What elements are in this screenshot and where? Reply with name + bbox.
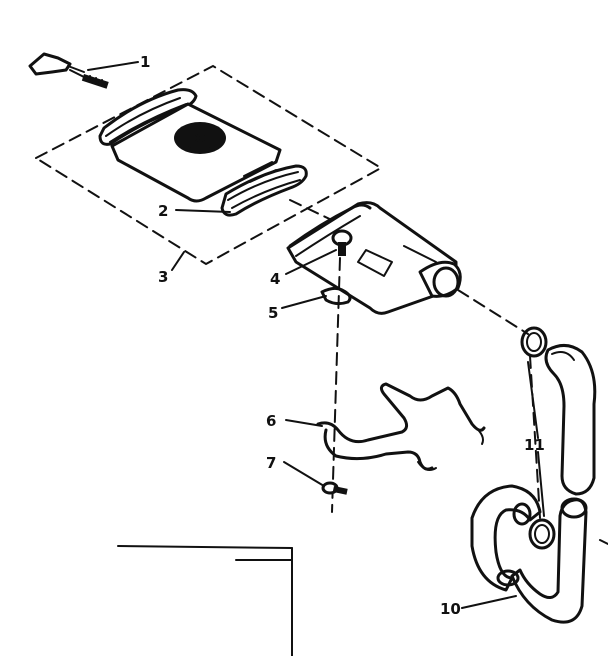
part-4-screw bbox=[331, 229, 353, 256]
leader-11 bbox=[527, 361, 545, 517]
hose-upper bbox=[544, 344, 597, 496]
callout-3: 3 bbox=[158, 268, 168, 286]
callout-6: 6 bbox=[266, 412, 276, 430]
callout-11: 11 bbox=[524, 436, 545, 454]
leader-10 bbox=[461, 595, 517, 609]
part-11-clamp-lower bbox=[528, 518, 556, 550]
part-1-handle bbox=[28, 52, 109, 89]
part-2-gasket-frame bbox=[98, 88, 308, 217]
callout-2: 2 bbox=[158, 202, 168, 220]
leader-5 bbox=[281, 295, 327, 309]
callout-10: 10 bbox=[440, 600, 461, 618]
part-10-hose bbox=[470, 484, 588, 624]
assembly-line-vertical bbox=[331, 257, 341, 513]
part-11-clamp-upper bbox=[520, 326, 548, 358]
leader-6 bbox=[285, 419, 323, 427]
part-7-screw bbox=[321, 481, 348, 495]
callout-4: 4 bbox=[270, 270, 280, 288]
leader-4 bbox=[285, 249, 337, 275]
callout-5: 5 bbox=[268, 304, 278, 322]
leader-2 bbox=[175, 209, 231, 213]
callout-7: 7 bbox=[266, 454, 276, 472]
assembly-line-outlet-hose bbox=[457, 289, 529, 335]
callout-1: 1 bbox=[140, 53, 150, 71]
leader-3 bbox=[171, 251, 185, 271]
part-6-wire-harness bbox=[316, 382, 486, 471]
part-5-clip bbox=[320, 286, 352, 306]
leader-7 bbox=[283, 461, 325, 487]
housing-body bbox=[286, 201, 462, 315]
scan-artifacts bbox=[117, 539, 608, 656]
leader-1 bbox=[87, 61, 139, 71]
